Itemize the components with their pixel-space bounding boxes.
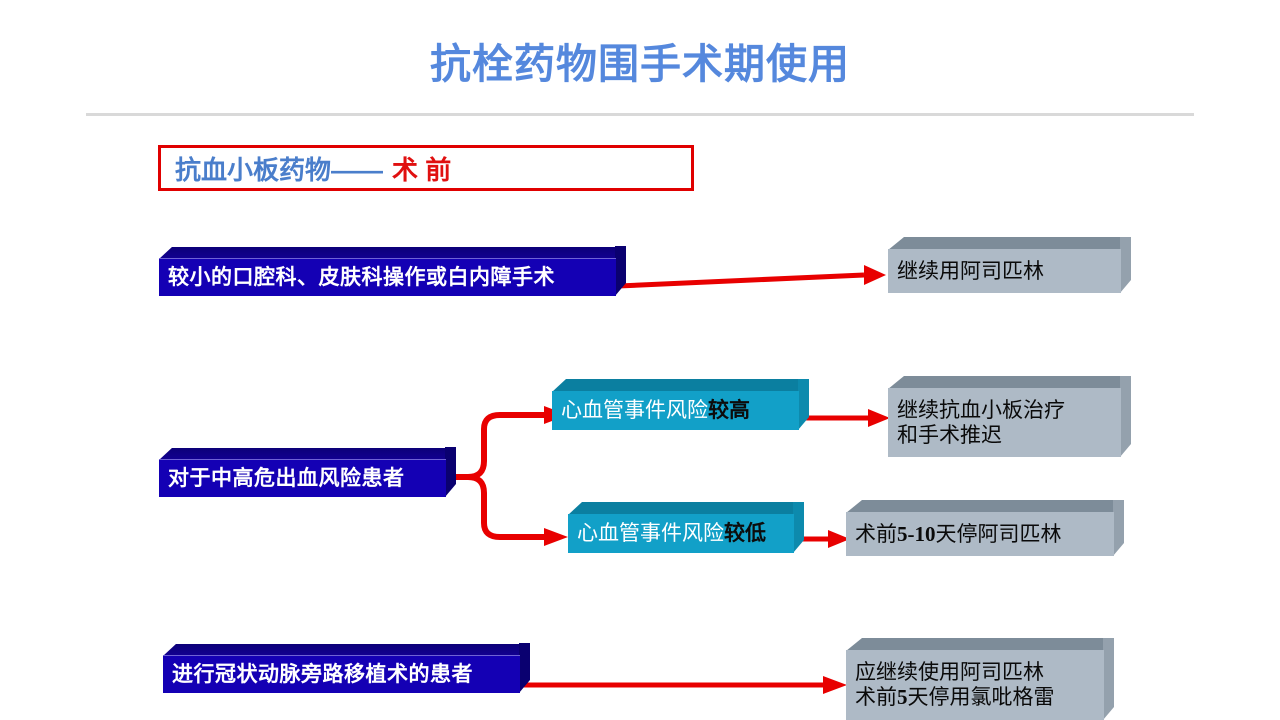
node-label: 术前5-10天停阿司匹林 xyxy=(855,522,1062,547)
box-top-bevel xyxy=(568,502,804,515)
node-cv-risk-low[interactable]: 心血管事件风险较低 xyxy=(568,502,804,553)
box-face: 心血管事件风险较低 xyxy=(568,514,794,553)
subtitle-primary-text: 抗血小板药物—— xyxy=(175,154,384,185)
box-face: 对于中高危出血风险患者 xyxy=(159,459,446,497)
box-side-bevel xyxy=(1103,638,1114,720)
box-top-bevel xyxy=(846,638,1114,651)
box-side-bevel xyxy=(1113,500,1124,556)
node-cv-risk-high[interactable]: 心血管事件风险较高 xyxy=(552,379,809,430)
box-top-bevel xyxy=(846,500,1124,513)
node-label: 应继续使用阿司匹林术前5天停用氯吡格雷 xyxy=(855,660,1055,710)
node-label-emphasis: 较低 xyxy=(724,521,766,546)
box-face: 较小的口腔科、皮肤科操作或白内障手术 xyxy=(159,258,616,296)
node-minor-procedures[interactable]: 较小的口腔科、皮肤科操作或白内障手术 xyxy=(159,246,626,296)
node-label-line2-suffix: 天停用氯吡格雷 xyxy=(907,685,1055,709)
node-cabg-recommendation[interactable]: 应继续使用阿司匹林术前5天停用氯吡格雷 xyxy=(846,638,1114,720)
subtitle-banner: 抗血小板药物—— 术 前 xyxy=(158,145,694,191)
box-side-bevel xyxy=(1120,376,1131,457)
node-label-plain: 心血管事件风险 xyxy=(577,521,724,546)
node-label: 较小的口腔科、皮肤科操作或白内障手术 xyxy=(168,265,555,290)
node-continue-antiplatelet-delay-surgery[interactable]: 继续抗血小板治疗和手术推迟 xyxy=(888,376,1131,457)
node-label-emphasis: 5-10 xyxy=(897,521,936,546)
connector-minor-to-aspirin xyxy=(612,258,892,298)
box-top-bevel xyxy=(159,246,626,259)
node-label: 心血管事件风险较低 xyxy=(577,521,766,546)
box-face: 进行冠状动脉旁路移植术的患者 xyxy=(163,655,520,693)
node-label-plain: 心血管事件风险 xyxy=(561,398,708,423)
title-divider xyxy=(86,113,1194,116)
box-top-bevel xyxy=(888,237,1131,250)
box-top-bevel xyxy=(159,447,456,460)
box-face: 心血管事件风险较高 xyxy=(552,391,799,430)
node-label: 心血管事件风险较高 xyxy=(561,398,750,423)
node-label-prefix: 术前 xyxy=(855,521,897,546)
node-label: 进行冠状动脉旁路移植术的患者 xyxy=(172,662,473,687)
node-label-line1: 继续抗血小板治疗 xyxy=(897,397,1065,422)
node-label: 对于中高危出血风险患者 xyxy=(168,466,405,491)
box-side-bevel xyxy=(615,246,626,296)
node-label-emphasis: 5 xyxy=(897,685,908,709)
node-cabg-patients[interactable]: 进行冠状动脉旁路移植术的患者 xyxy=(163,643,530,693)
box-side-bevel xyxy=(798,379,809,430)
node-moderate-high-bleed-risk[interactable]: 对于中高危出血风险患者 xyxy=(159,447,456,497)
node-label: 继续抗血小板治疗和手术推迟 xyxy=(897,398,1065,448)
box-top-bevel xyxy=(552,379,809,392)
box-side-bevel xyxy=(519,643,530,693)
node-label-suffix: 天停阿司匹林 xyxy=(935,521,1062,546)
box-side-bevel xyxy=(1120,237,1131,293)
box-face: 术前5-10天停阿司匹林 xyxy=(846,512,1114,556)
box-side-bevel xyxy=(445,447,456,497)
node-label-emphasis: 较高 xyxy=(708,398,750,423)
box-top-bevel xyxy=(163,643,530,656)
box-side-bevel xyxy=(793,502,804,553)
subtitle-accent-text: 术 前 xyxy=(392,154,452,185)
connector-cabg-to-recommendation xyxy=(515,670,855,700)
box-face: 应继续使用阿司匹林术前5天停用氯吡格雷 xyxy=(846,650,1104,720)
node-stop-aspirin-5-10-days[interactable]: 术前5-10天停阿司匹林 xyxy=(846,500,1124,556)
node-label: 继续用阿司匹林 xyxy=(897,258,1044,283)
box-face: 继续抗血小板治疗和手术推迟 xyxy=(888,388,1121,457)
node-label-line2-prefix: 术前 xyxy=(855,685,897,709)
page-title: 抗栓药物围手术期使用 xyxy=(430,41,850,87)
node-continue-aspirin[interactable]: 继续用阿司匹林 xyxy=(888,237,1131,293)
node-label-line2: 和手术推迟 xyxy=(897,422,1002,447)
node-label-line1: 应继续使用阿司匹林 xyxy=(855,660,1044,685)
box-face: 继续用阿司匹林 xyxy=(888,249,1121,293)
box-top-bevel xyxy=(888,376,1131,389)
